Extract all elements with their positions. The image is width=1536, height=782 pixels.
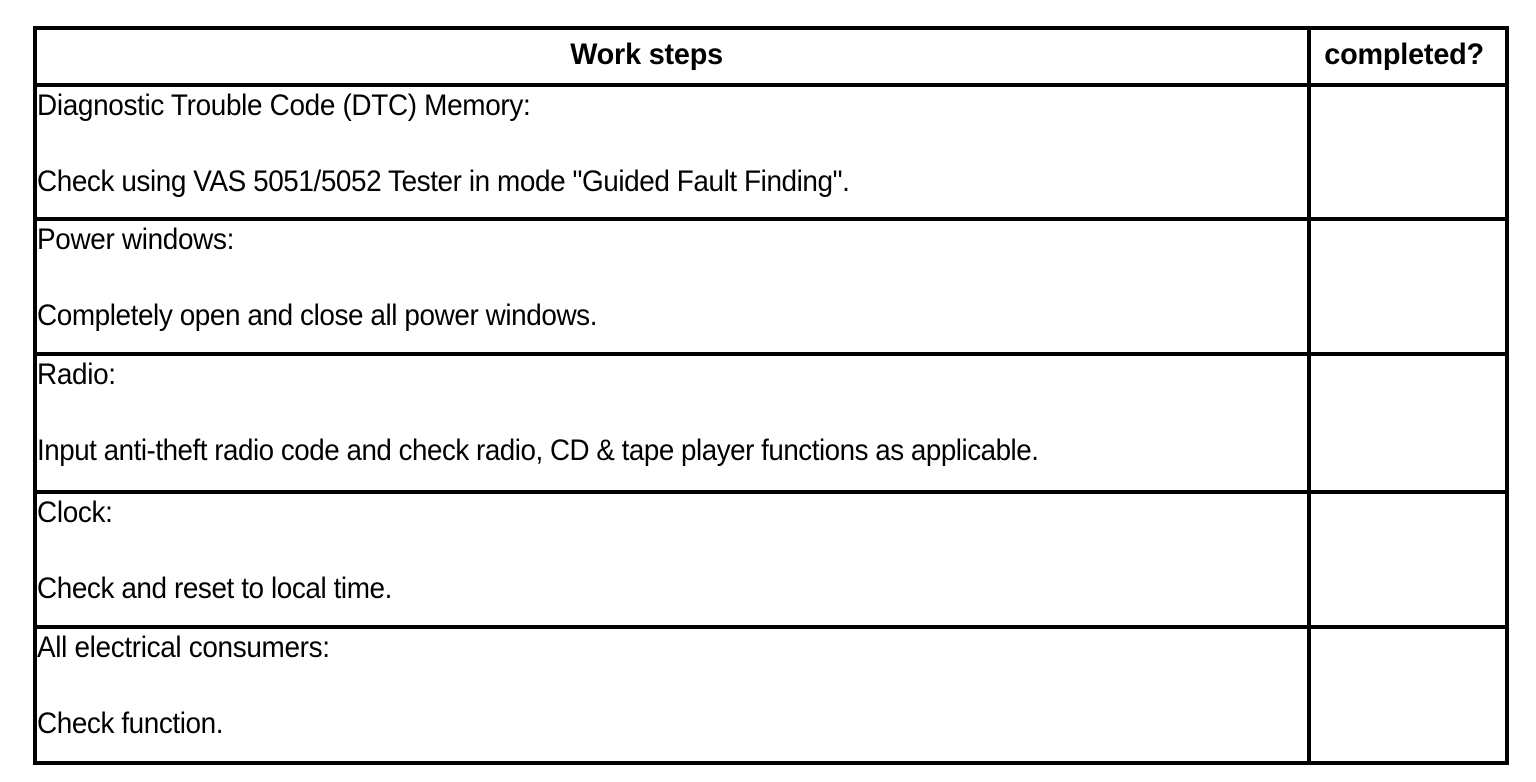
work-step-detail-2: Completely open and close all power wind…: [37, 299, 598, 333]
completed-cell-4[interactable]: [1307, 489, 1509, 629]
work-step-title-1: Diagnostic Trouble Code (DTC) Memory:: [37, 89, 531, 122]
completed-value-2: [1311, 221, 1505, 352]
work-step-detail-1: Check using VAS 5051/5052 Tester in mode…: [37, 165, 850, 198]
column-header-completed: completed?: [1307, 26, 1509, 87]
column-header-work-steps: Work steps: [33, 26, 1311, 87]
table-header: Work steps completed?: [33, 26, 1509, 87]
work-step-cell-2: Power windows: Completely open and close…: [33, 217, 1311, 357]
work-step-cell-4: Clock: Check and reset to local time.: [33, 489, 1311, 629]
table-row: Power windows: Completely open and close…: [33, 217, 1509, 357]
work-step-spacer-4: [37, 532, 1307, 570]
table-row: Radio: Input anti-theft radio code and c…: [33, 352, 1509, 494]
table-row: All electrical consumers: Check function…: [33, 624, 1509, 766]
work-step-spacer-2: [37, 259, 1307, 297]
work-step-detail-5: Check function.: [37, 706, 224, 740]
work-step-cell-5: All electrical consumers: Check function…: [33, 624, 1311, 766]
work-step-cell-1: Diagnostic Trouble Code (DTC) Memory: Ch…: [33, 82, 1311, 222]
completed-value-5: [1311, 629, 1505, 761]
work-steps-table: Work steps completed? Diagnostic Trouble…: [33, 26, 1509, 766]
work-step-cell-3: Radio: Input anti-theft radio code and c…: [33, 352, 1311, 494]
column-header-completed-label: completed?: [1324, 38, 1484, 71]
completed-value-4: [1311, 494, 1505, 625]
table-row: Clock: Check and reset to local time.: [33, 489, 1509, 629]
work-step-detail-3: Input anti-theft radio code and check ra…: [37, 434, 1039, 468]
work-step-spacer-5: [37, 667, 1307, 705]
completed-cell-5[interactable]: [1307, 624, 1509, 766]
column-header-work-steps-label: Work steps: [570, 38, 723, 71]
work-step-spacer-3: [37, 394, 1307, 432]
work-step-title-3: Radio:: [37, 358, 116, 392]
completed-cell-2[interactable]: [1307, 217, 1509, 357]
completed-cell-3[interactable]: [1307, 352, 1509, 494]
completed-value-3: [1311, 356, 1505, 489]
work-step-spacer-1: [37, 125, 1307, 163]
completed-value-1: [1311, 87, 1505, 217]
work-step-detail-4: Check and reset to local time.: [37, 571, 392, 605]
work-step-title-4: Clock:: [37, 495, 113, 529]
table-row: Diagnostic Trouble Code (DTC) Memory: Ch…: [33, 82, 1509, 222]
table-body: Diagnostic Trouble Code (DTC) Memory: Ch…: [33, 82, 1509, 766]
work-step-title-2: Power windows:: [37, 223, 235, 257]
work-step-title-5: All electrical consumers:: [37, 630, 330, 664]
table-header-row: Work steps completed?: [33, 26, 1509, 87]
completed-cell-1[interactable]: [1307, 82, 1509, 222]
